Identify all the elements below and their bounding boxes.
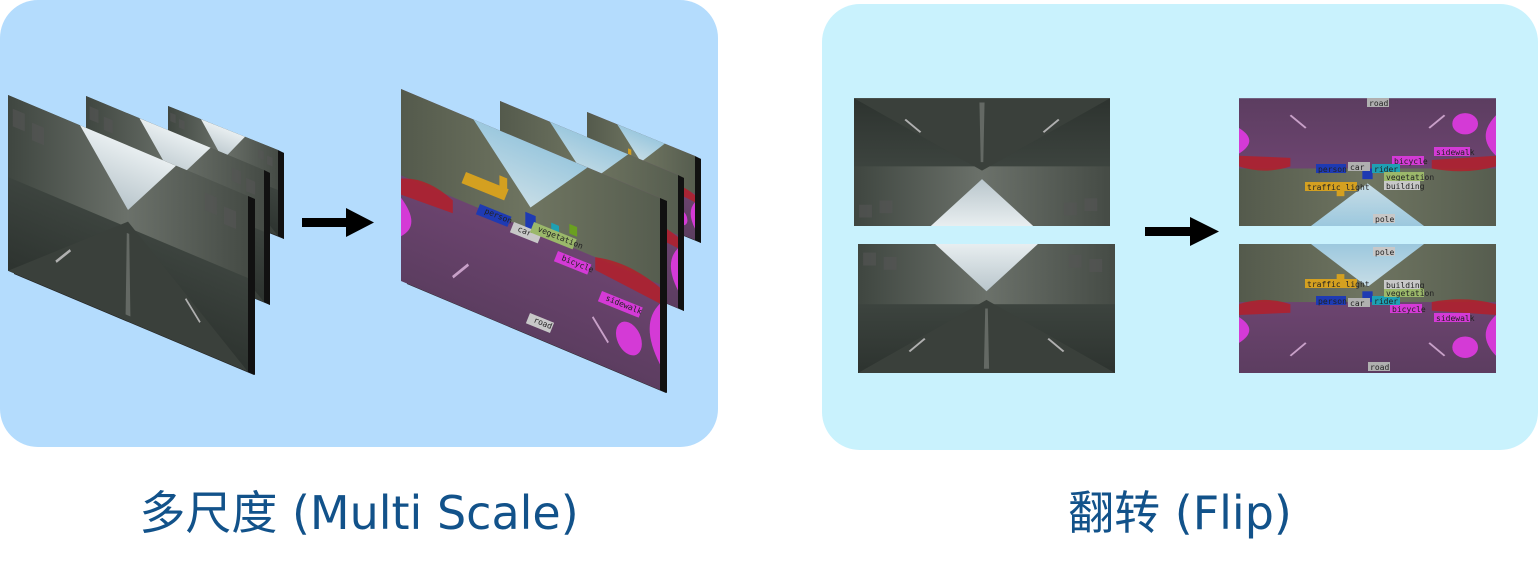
label-vegetation: vegetation bbox=[1386, 289, 1434, 298]
input-frame-large bbox=[6, 93, 255, 375]
label-sidewalk: sidewalk bbox=[1436, 148, 1475, 157]
original-input-image bbox=[856, 242, 1117, 375]
original-segmentation-output bbox=[1237, 242, 1498, 375]
label-road: road bbox=[1370, 363, 1389, 372]
label-person: person bbox=[1318, 297, 1347, 306]
label-pole: pole bbox=[1375, 248, 1394, 257]
flip-caption: 翻转 (Flip) bbox=[1068, 486, 1292, 540]
input-image-stack bbox=[6, 93, 284, 375]
label-building: building bbox=[1386, 281, 1425, 290]
label-person: person bbox=[1318, 165, 1347, 174]
label-sidewalk: sidewalk bbox=[1436, 314, 1475, 323]
label-road: road bbox=[1369, 99, 1388, 108]
label-bicycle: bicycle bbox=[1392, 305, 1426, 314]
label-rider: rider bbox=[1374, 165, 1398, 174]
arrow-right-icon bbox=[302, 208, 374, 237]
flipped-input-image bbox=[852, 97, 1112, 228]
arrow-right-icon bbox=[1145, 217, 1219, 246]
output-segmentation-stack: person car vegetation bicycle sidewalk r… bbox=[399, 87, 701, 393]
label-traffic-light: traffic light bbox=[1307, 280, 1370, 289]
label-car: car bbox=[1350, 163, 1365, 172]
label-building: building bbox=[1386, 182, 1425, 191]
multi-scale-caption: 多尺度 (Multi Scale) bbox=[139, 486, 579, 540]
label-pole: pole bbox=[1375, 215, 1394, 224]
label-bicycle: bicycle bbox=[1394, 157, 1428, 166]
label-traffic-light: traffic light bbox=[1307, 183, 1370, 192]
label-vegetation: vegetation bbox=[1386, 173, 1434, 182]
label-car: car bbox=[1350, 299, 1365, 308]
right-seg-labels: road sidewalk bicycle person car rider v… bbox=[1305, 98, 1475, 372]
label-rider: rider bbox=[1374, 297, 1398, 306]
